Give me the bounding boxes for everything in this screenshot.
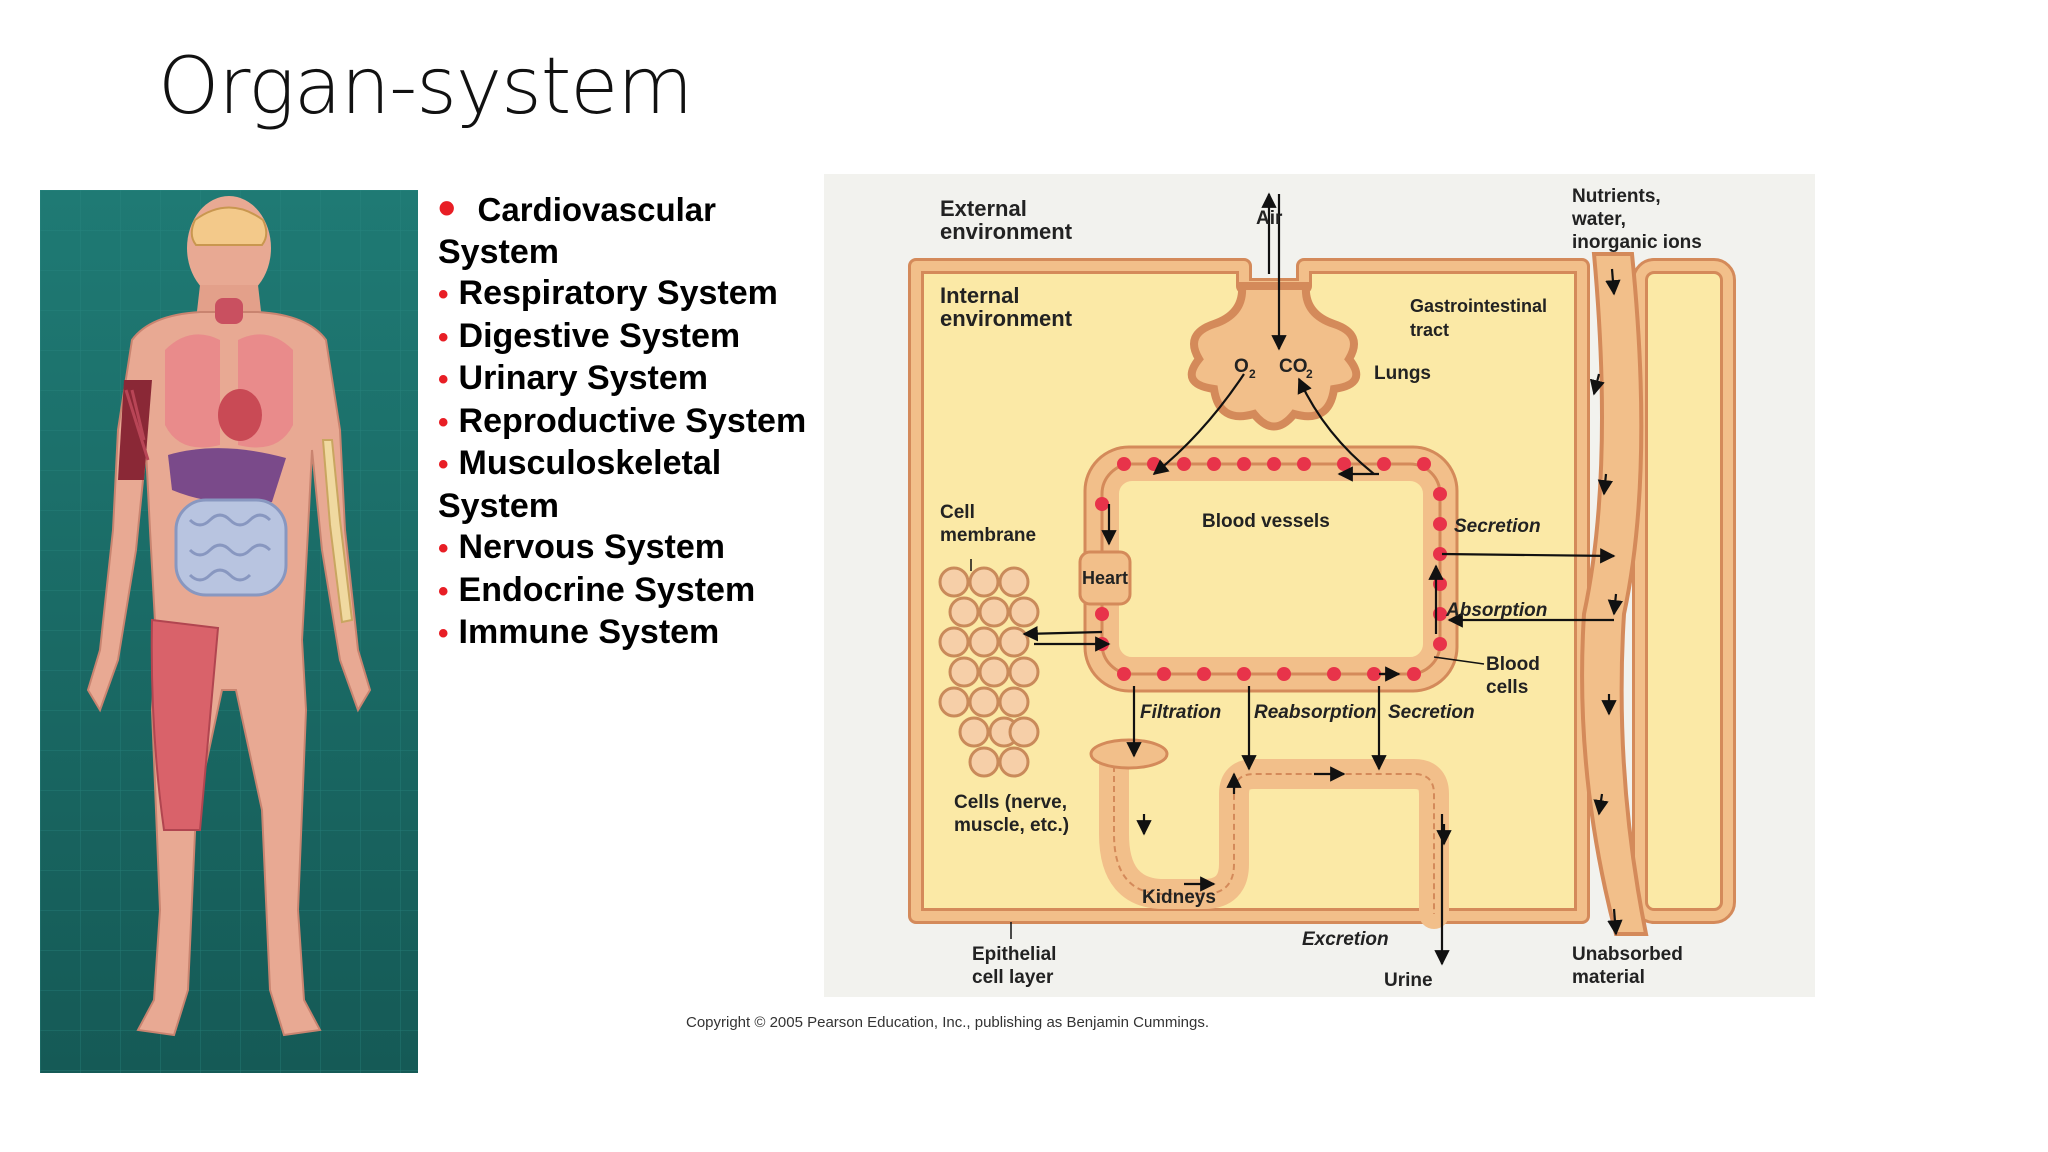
copyright-notice: Copyright © 2005 Pearson Education, Inc.… xyxy=(686,1014,1210,1031)
label-o2-sub: 2 xyxy=(1249,367,1256,381)
arm-bone xyxy=(321,439,354,624)
bullet-icon: • xyxy=(438,532,449,565)
label-epithelial: Epithelial xyxy=(972,944,1056,965)
label-absorption: Absorption xyxy=(1445,600,1547,621)
slide-title: Organ-system xyxy=(158,42,693,132)
label-gi: Gastrointestinal xyxy=(1410,296,1547,316)
label-nutrients-3: inorganic ions xyxy=(1572,232,1702,253)
list-item-label-cont: System xyxy=(438,232,559,271)
label-nutrients-2: water, xyxy=(1571,209,1626,230)
gi-tract xyxy=(1580,252,1649,936)
list-item-label: Musculoskeletal xyxy=(458,444,722,482)
label-co2-sub: 2 xyxy=(1306,367,1313,381)
bullet-icon: • xyxy=(438,617,449,650)
lungs xyxy=(165,334,220,448)
label-internal-2: environment xyxy=(940,306,1073,331)
label-heart: Heart xyxy=(1082,568,1128,588)
list-item-label: Digestive System xyxy=(458,316,741,355)
label-kidneys: Kidneys xyxy=(1142,887,1216,908)
label-epithelial-2: cell layer xyxy=(972,967,1054,988)
label-cell-membrane: Cell xyxy=(940,502,975,523)
label-gi-2: tract xyxy=(1410,320,1449,340)
list-item: • Digestive System xyxy=(438,316,838,359)
list-item: • Urinary System xyxy=(438,358,838,401)
bullet-icon: • xyxy=(438,574,449,608)
heart xyxy=(218,389,262,441)
label-secretion-top: Secretion xyxy=(1454,516,1541,537)
list-item: • Immune System xyxy=(438,612,838,655)
human-anatomy-illustration xyxy=(40,190,418,1073)
list-item: • Reproductive System xyxy=(438,401,838,444)
list-item: • Musculoskeletal System xyxy=(438,443,838,527)
bullet-icon: • xyxy=(438,363,449,396)
flow-arrows xyxy=(1022,192,1624,966)
label-internal: Internal xyxy=(940,283,1019,308)
organ-systems-diagram: External environment Internal environmen… xyxy=(824,174,1815,997)
bullet-icon: • xyxy=(438,278,449,311)
label-external: External xyxy=(940,196,1027,221)
list-item-label: Respiratory System xyxy=(458,274,778,312)
label-cells: Cells (nerve, xyxy=(954,792,1067,813)
list-item-label: Reproductive System xyxy=(458,401,807,440)
label-secretion-bottom: Secretion xyxy=(1388,702,1475,723)
label-urine: Urine xyxy=(1384,970,1433,991)
list-item-label-cont: System xyxy=(438,486,559,525)
label-blood-cells: Blood xyxy=(1486,654,1540,675)
list-item: • Respiratory System xyxy=(438,273,838,316)
organ-system-list: •Cardiovascular System •Respiratory Syst… xyxy=(438,183,838,655)
label-filtration: Filtration xyxy=(1140,702,1221,723)
label-cells-2: muscle, etc.) xyxy=(954,815,1069,836)
arm-muscle xyxy=(118,380,152,480)
brain xyxy=(190,206,268,246)
blood-vessels xyxy=(1085,447,1457,691)
label-co2: CO xyxy=(1279,356,1308,377)
list-item-label: Urinary System xyxy=(458,359,708,397)
label-unabsorbed-2: material xyxy=(1572,967,1645,988)
liver xyxy=(168,448,286,504)
list-item: • Cardiovascular System xyxy=(438,183,838,273)
list-item-label: Nervous System xyxy=(458,528,725,566)
label-air: Air xyxy=(1256,208,1283,229)
bullet-icon: • xyxy=(438,180,456,236)
cells-cluster xyxy=(938,566,1040,778)
bullet-icon: • xyxy=(438,320,449,354)
heart-box xyxy=(1078,550,1132,606)
leg-muscle xyxy=(150,618,220,831)
label-lungs: Lungs xyxy=(1374,363,1431,384)
label-unabsorbed: Unabsorbed xyxy=(1572,944,1683,965)
list-item-label: Cardiovascular xyxy=(477,191,716,228)
diagram-labels: External environment Internal environmen… xyxy=(940,186,1702,991)
label-blood-vessels: Blood vessels xyxy=(1202,511,1330,532)
list-item: • Endocrine System xyxy=(438,570,838,613)
bullet-icon: • xyxy=(438,448,449,481)
list-item-label: Immune System xyxy=(458,613,720,651)
label-cell-membrane-2: membrane xyxy=(940,525,1036,546)
label-reabsorption: Reabsorption xyxy=(1254,702,1376,723)
label-blood-cells-2: cells xyxy=(1486,677,1528,698)
label-excretion: Excretion xyxy=(1302,929,1389,950)
bullet-icon: • xyxy=(438,405,449,439)
label-nutrients: Nutrients, xyxy=(1572,186,1661,207)
list-item-label: Endocrine System xyxy=(458,570,756,609)
label-external-2: environment xyxy=(940,219,1073,244)
list-item: • Nervous System xyxy=(438,527,838,570)
label-o2: O xyxy=(1234,356,1249,377)
